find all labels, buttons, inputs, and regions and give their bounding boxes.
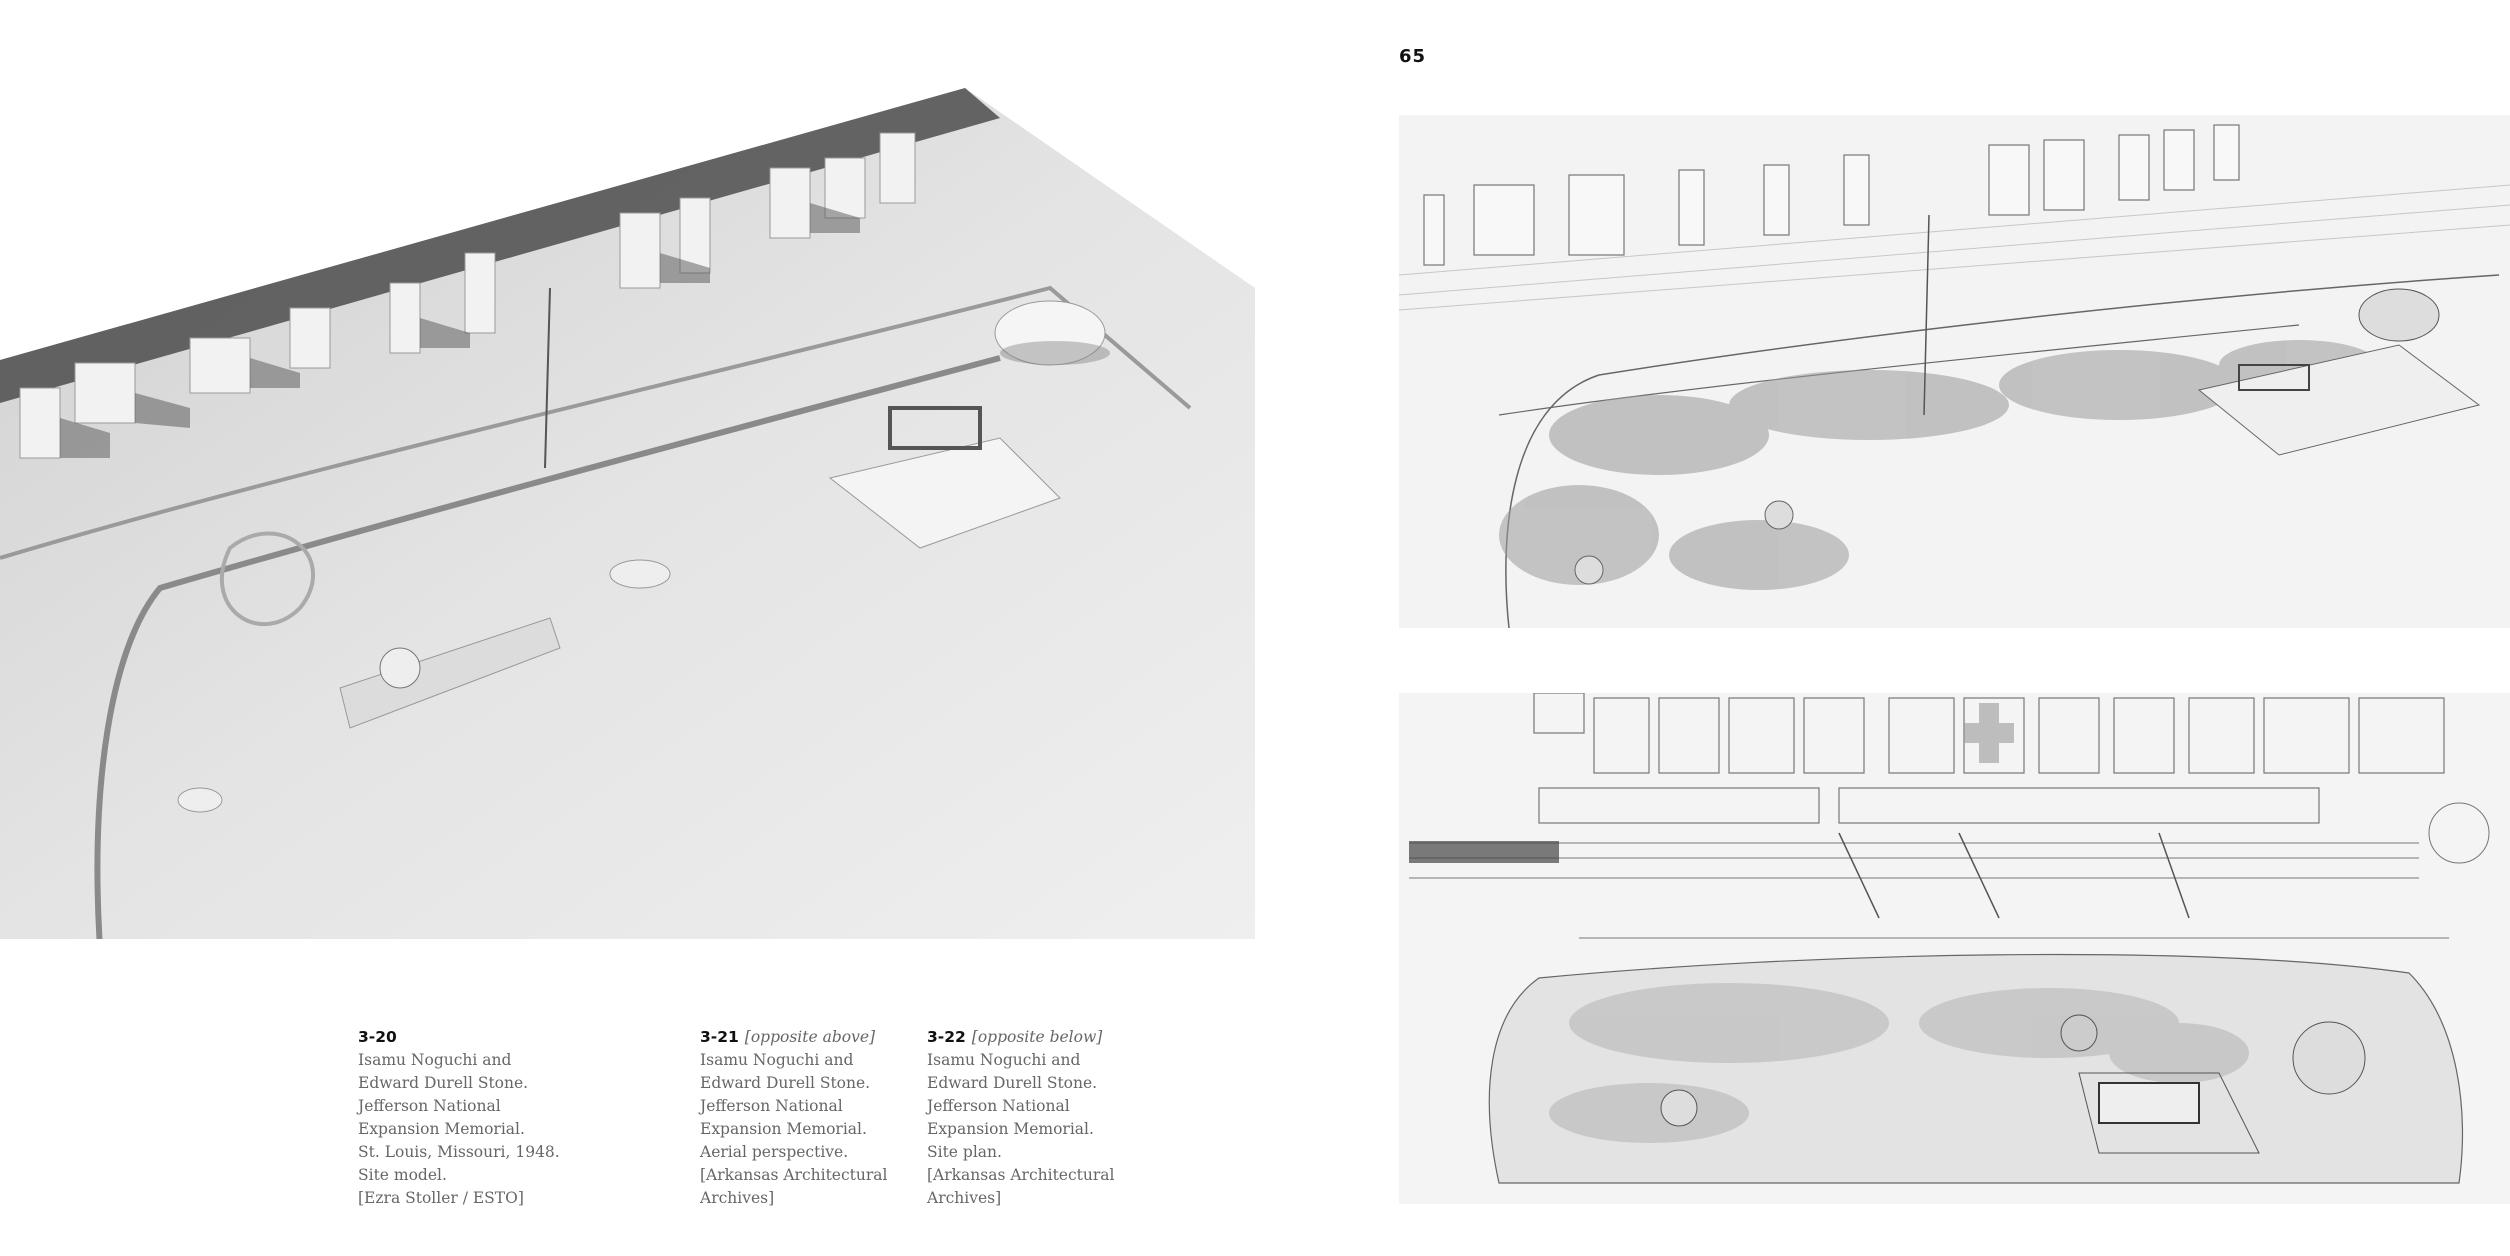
caption-line: Expansion Memorial. — [927, 1120, 1094, 1138]
caption-line: Edward Durell Stone. — [358, 1074, 529, 1092]
caption-line: Archives] — [700, 1189, 775, 1207]
caption-figure-3-22: 3-22 [opposite below] Isamu Noguchi and E… — [927, 1026, 1114, 1210]
caption-figure-3-21: 3-21 [opposite above] Isamu Noguchi and E… — [700, 1026, 887, 1210]
caption-line: [Arkansas Architectural — [927, 1166, 1115, 1184]
caption-line: Jefferson National — [927, 1097, 1070, 1115]
figure-number: 3-21 — [700, 1028, 739, 1046]
page-number: 65 — [1399, 46, 1427, 67]
figure-position-note: [opposite below] — [971, 1028, 1103, 1046]
caption-line: Expansion Memorial. — [358, 1120, 525, 1138]
caption-line: Archives] — [927, 1189, 1002, 1207]
caption-line: St. Louis, Missouri, 1948. — [358, 1143, 560, 1161]
figure-number: 3-22 — [927, 1028, 966, 1046]
aerial-perspective-drawing — [1399, 115, 2510, 628]
site-plan-drawing — [1399, 693, 2510, 1204]
caption-line: Aerial perspective. — [700, 1143, 849, 1161]
caption-line: Jefferson National — [358, 1097, 501, 1115]
caption-line: Jefferson National — [700, 1097, 843, 1115]
caption-line: Edward Durell Stone. — [700, 1074, 871, 1092]
caption-line: Isamu Noguchi and — [358, 1051, 512, 1069]
figure-position-note: [opposite above] — [744, 1028, 876, 1046]
caption-line: Edward Durell Stone. — [927, 1074, 1098, 1092]
caption-line: Site plan. — [927, 1143, 1002, 1161]
figure-number: 3-20 — [358, 1028, 397, 1046]
caption-figure-3-20: 3-20 Isamu Noguchi and Edward Durell Sto… — [358, 1026, 560, 1210]
caption-line: Expansion Memorial. — [700, 1120, 867, 1138]
caption-line: Site model. — [358, 1166, 447, 1184]
caption-line: [Ezra Stoller / ESTO] — [358, 1189, 524, 1207]
caption-line: Isamu Noguchi and — [700, 1051, 854, 1069]
site-model-photo — [0, 88, 1255, 939]
caption-line: [Arkansas Architectural — [700, 1166, 888, 1184]
caption-line: Isamu Noguchi and — [927, 1051, 1081, 1069]
